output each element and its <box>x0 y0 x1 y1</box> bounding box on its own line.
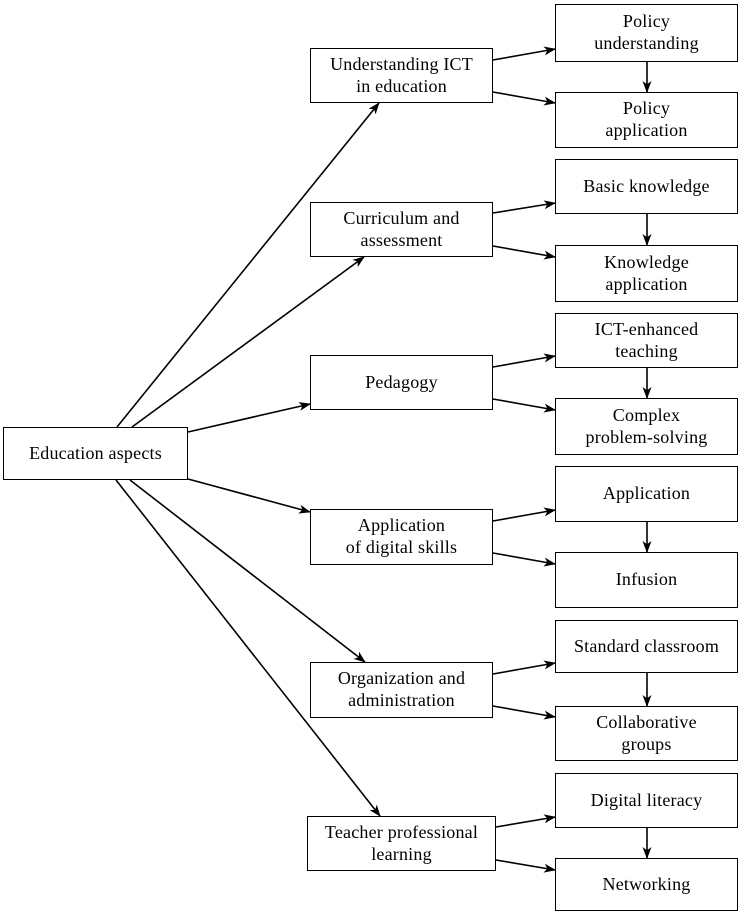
node-label-line: understanding <box>594 33 699 53</box>
node-label-line: ICT-enhanced <box>594 318 699 339</box>
node-ict-enhanced-teaching: ICT-enhanced teaching <box>555 313 738 368</box>
node-label: Basic knowledge <box>583 175 710 196</box>
node-digital-literacy: Digital literacy <box>555 773 738 828</box>
node-application-of-digital-skills: Application of digital skills <box>310 509 493 565</box>
node-label-line: application <box>605 273 688 294</box>
node-label: Education aspects <box>29 442 162 463</box>
node-label: Infusion <box>615 569 678 590</box>
node-policy-application: Policy application <box>555 92 738 148</box>
node-curriculum-and-assessment: Curriculum and assessment <box>310 202 493 257</box>
node-basic-knowledge: Basic knowledge <box>555 159 738 214</box>
node-label-line: administration <box>348 690 455 710</box>
node-label-line: Teacher professional <box>324 821 479 842</box>
node-label-line: groups <box>621 733 672 754</box>
node-label: Digital literacy <box>590 789 703 810</box>
node-label: Pedagogy <box>365 371 438 392</box>
node-label-line: Understanding ICT <box>330 53 473 74</box>
node-label-line: in education <box>356 75 447 96</box>
node-policy-understanding: Policy understanding <box>555 4 738 62</box>
node-label-line: Policy <box>622 98 671 119</box>
node-label: Networking <box>602 873 691 894</box>
node-label-line: Complex <box>612 404 681 425</box>
node-label-line: Policy <box>622 11 671 32</box>
node-label-line: Application <box>357 515 446 536</box>
node-collaborative-groups: Collaborative groups <box>555 706 738 761</box>
node-label: Application <box>602 483 691 504</box>
node-label-line: Curriculum and <box>343 207 460 228</box>
node-label-line: of digital skills <box>345 537 458 557</box>
node-knowledge-application: Knowledge application <box>555 245 738 302</box>
node-understanding-ict-in-education: Understanding ICT in education <box>310 48 493 103</box>
node-label-line: Knowledge <box>604 251 689 272</box>
node-label-line: problem-solving <box>585 426 708 447</box>
node-label-line: Collaborative <box>596 711 697 732</box>
node-complex-problem-solving: Complex problem-solving <box>555 398 738 455</box>
node-label-line: Organization and <box>337 668 466 689</box>
node-teacher-professional-learning: Teacher professional learning <box>307 816 496 871</box>
node-application: Application <box>555 466 738 522</box>
node-organization-and-administration: Organization and administration <box>310 662 493 718</box>
node-label-line: learning <box>371 843 432 864</box>
node-standard-classroom: Standard classroom <box>555 620 738 673</box>
node-networking: Networking <box>555 858 738 911</box>
node-label: Standard classroom <box>573 635 720 656</box>
node-label-line: application <box>605 120 688 140</box>
node-education-aspects: Education aspects <box>3 427 188 480</box>
node-infusion: Infusion <box>555 552 738 608</box>
node-pedagogy: Pedagogy <box>310 355 493 410</box>
node-label-line: assessment <box>360 229 443 250</box>
node-label-line: teaching <box>615 340 678 361</box>
